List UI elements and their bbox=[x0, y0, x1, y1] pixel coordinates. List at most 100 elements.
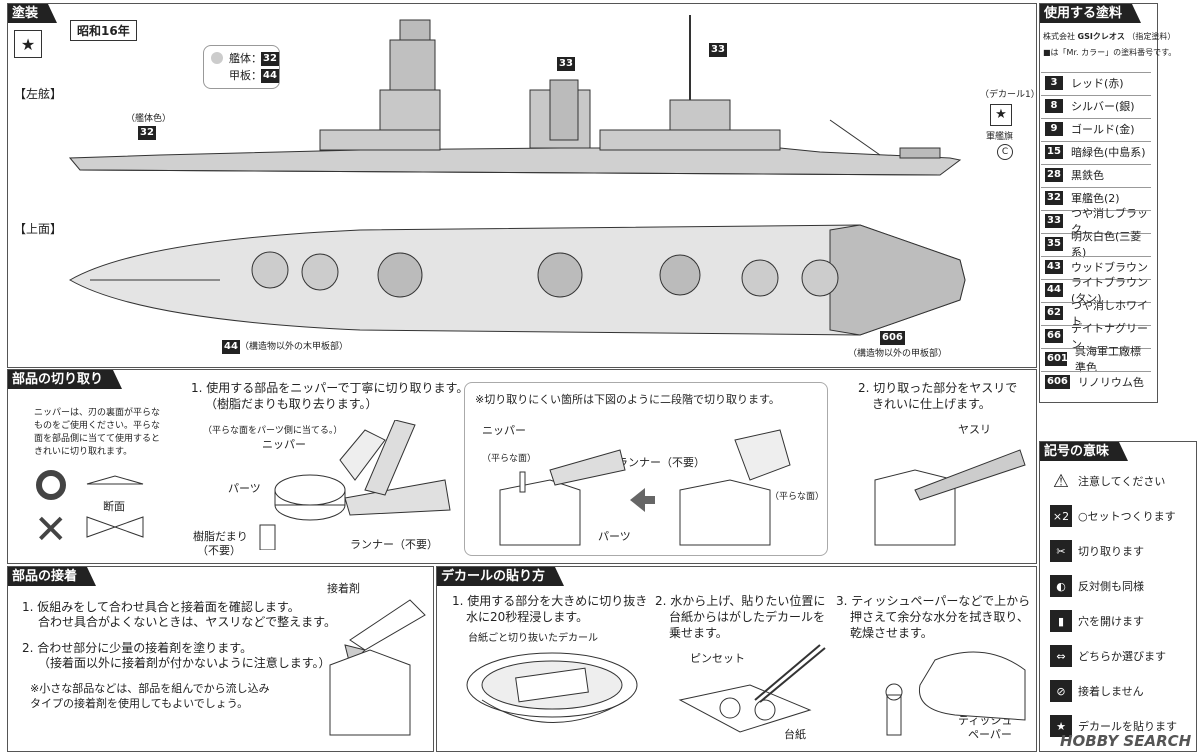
nipper-cut-drawing bbox=[259, 420, 451, 550]
glue-drawing bbox=[329, 599, 426, 736]
two-step-drawing bbox=[499, 429, 791, 546]
set-icon: ×2 bbox=[1050, 505, 1072, 527]
ok-circle-icon bbox=[36, 470, 66, 500]
hull-legend-label: 艦体： bbox=[229, 52, 262, 65]
top-view-label: 【上面】 bbox=[14, 222, 63, 236]
tweezers-label: ピンセット bbox=[690, 652, 745, 665]
glue-note: ※小さな部品などは、部品を組んでから流し込みタイプの接着剤を使用してもよいでしょ… bbox=[30, 682, 270, 710]
ok-blade-shape bbox=[86, 475, 144, 485]
paint-number: 32 bbox=[1045, 191, 1063, 205]
parts-label: パーツ bbox=[228, 482, 261, 495]
paint-number: 43 bbox=[1045, 260, 1063, 274]
hull-swatch bbox=[211, 52, 223, 64]
tissue-drawing bbox=[885, 651, 1026, 736]
legend-label: 反対側も同様 bbox=[1078, 580, 1144, 593]
paints-note: ■は「Mr. カラー」の塗料番号です。 bbox=[1043, 48, 1177, 57]
paint-number: 62 bbox=[1045, 306, 1063, 320]
gluing-header: 部品の接着 bbox=[8, 567, 97, 586]
nipper2-label: ニッパー bbox=[482, 424, 526, 437]
decal-step3: 3. ティッシュペーパーなどで上から bbox=[836, 594, 1031, 608]
tweezers-drawing bbox=[678, 644, 826, 733]
color-legend bbox=[203, 45, 280, 89]
legend-row: ◐ 反対側も同様 bbox=[1050, 571, 1144, 601]
same-opposite-icon: ◐ bbox=[1050, 575, 1072, 597]
legend-row: ⚠注意してください bbox=[1050, 466, 1165, 496]
legend-label: 穴を開けます bbox=[1078, 615, 1144, 628]
paints-header: 使用する塗料 bbox=[1040, 4, 1142, 23]
paint-row: 28 黒鉄色 bbox=[1041, 164, 1151, 185]
decal-step1b: 水に20秒程浸します。 bbox=[466, 610, 589, 624]
flag-mark: C bbox=[997, 144, 1013, 160]
decal-step1: 1. 使用する部分を大きめに切り抜き bbox=[452, 594, 648, 608]
paint-number: 8 bbox=[1045, 99, 1063, 113]
maker-brand: GSIクレオス bbox=[1077, 32, 1125, 41]
legend-row: ×2 ○セットつくります bbox=[1050, 501, 1176, 531]
cutting-header: 部品の切り取り bbox=[8, 370, 123, 389]
legend-label: どちらか選びます bbox=[1078, 650, 1166, 663]
paints-maker: 株式会社 GSIクレオス （指定塗料） bbox=[1043, 30, 1175, 44]
legend-row: ⇔ どちらか選びます bbox=[1050, 641, 1166, 671]
legend-label: ○セットつくります bbox=[1078, 510, 1176, 523]
paint-name: つや消しブラック bbox=[1071, 207, 1148, 236]
tissue-label2: ペーパー bbox=[968, 728, 1012, 741]
legend-row: ✂切り取ります bbox=[1050, 536, 1144, 566]
paint-name: 軍艦色(2) bbox=[1071, 192, 1120, 205]
decal-label: （デカール1） bbox=[980, 90, 1040, 100]
decal-step2c: 乗せます。 bbox=[669, 626, 728, 640]
flag-label: 軍艦旗 bbox=[986, 132, 1014, 142]
paint-name: ウッドブラウン bbox=[1071, 261, 1148, 274]
funnel-color-num: 33 bbox=[557, 57, 575, 71]
cut-step1: 1. 使用する部品をニッパーで丁寧に切り取ります。 bbox=[191, 381, 469, 395]
paint-number: 33 bbox=[1045, 214, 1063, 228]
paint-number: 15 bbox=[1045, 145, 1063, 159]
paint-row: 33 つや消しブラック bbox=[1041, 207, 1151, 236]
glue-label: 接着剤 bbox=[327, 582, 360, 595]
choose-icon: ⇔ bbox=[1050, 645, 1072, 667]
watermark: HOBBY SEARCH bbox=[1060, 732, 1192, 750]
paint-row: 9 ゴールド(金) bbox=[1041, 118, 1151, 139]
paint-number: 44 bbox=[1045, 283, 1063, 297]
legend-section bbox=[1039, 441, 1197, 752]
decal-step2b: 台紙からはがしたデカールを bbox=[669, 610, 826, 624]
decal-section bbox=[436, 566, 1037, 752]
paint-name: 黒鉄色 bbox=[1071, 169, 1104, 182]
paint-name: シルバー(銀) bbox=[1071, 100, 1135, 113]
runner2-label: ランナー（不要） bbox=[617, 456, 705, 469]
era-label: 昭和16年 bbox=[70, 20, 137, 41]
paint-row: 43 ウッドブラウン bbox=[1041, 256, 1151, 277]
glue-step2b: （接着面以外に接着剤が付かないように注意します。） bbox=[38, 656, 331, 670]
legend-row: ★デカールを貼ります bbox=[1050, 711, 1177, 741]
paint-name: ライトブラウン(タン) bbox=[1071, 276, 1148, 305]
hull-legend-num: 32 bbox=[261, 52, 279, 66]
resin-label: 樹脂だまり bbox=[193, 530, 248, 543]
paint-row: 44 ライトブラウン(タン) bbox=[1041, 276, 1151, 305]
decal-header: デカールの貼り方 bbox=[437, 567, 565, 586]
nipper-label: ニッパー bbox=[262, 438, 306, 451]
painting-section bbox=[7, 3, 1037, 368]
paint-number: 28 bbox=[1045, 168, 1063, 182]
file-drawing bbox=[874, 449, 1026, 546]
file-label: ヤスリ bbox=[958, 423, 991, 436]
paint-name: 明灰白色(三菱系) bbox=[1071, 230, 1142, 259]
flat3-label: （平らな面） bbox=[770, 492, 825, 502]
paint-number: 9 bbox=[1045, 122, 1063, 136]
decal-cut-label: 台紙ごと切り抜いたデカール bbox=[468, 633, 598, 644]
legend-label: 注意してください bbox=[1078, 475, 1166, 488]
section-label: 断面 bbox=[103, 500, 125, 513]
paint-number: 35 bbox=[1045, 237, 1063, 251]
decal-star-icon: ★ bbox=[1050, 715, 1072, 737]
glue-step1b: 合わせ具合がよくないときは、ヤスリなどで整えます。 bbox=[38, 615, 336, 629]
top-view-drawing bbox=[68, 224, 966, 336]
maker-prefix: 株式会社 bbox=[1043, 32, 1075, 41]
decal-star-icon: ★ bbox=[990, 104, 1012, 126]
drill-icon: ▮ bbox=[1050, 610, 1072, 632]
paint-name: ゴールド(金) bbox=[1071, 123, 1135, 136]
paint-name: デイトナグリーン bbox=[1071, 322, 1148, 351]
glue-step1: 1. 仮組みをして合わせ具合と接着面を確認します。 bbox=[22, 600, 300, 614]
water-dish-drawing bbox=[466, 652, 638, 723]
ng-blade-shape bbox=[86, 516, 144, 538]
